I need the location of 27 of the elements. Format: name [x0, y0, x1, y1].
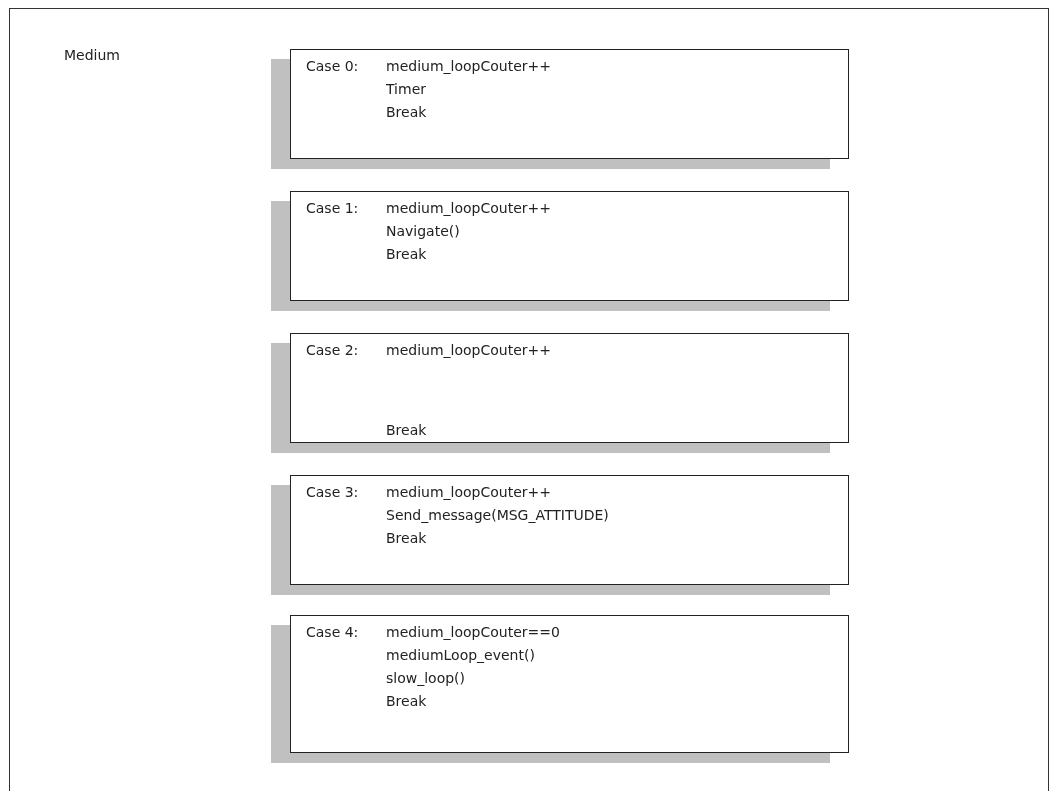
code-line: mediumLoop_event()	[386, 646, 536, 665]
case-box	[290, 333, 849, 443]
case-box	[290, 615, 849, 753]
code-line: medium_loopCouter++	[386, 483, 552, 502]
case-box	[290, 475, 849, 585]
code-line: medium_loopCouter++	[386, 57, 551, 76]
code-line: Timer	[386, 80, 428, 99]
container-frame	[9, 8, 1049, 791]
case-box	[290, 49, 849, 159]
code-line: medium_loopCouter++	[386, 341, 551, 360]
code-line: Break	[386, 529, 428, 548]
code-line: Break	[386, 692, 428, 711]
case-label: Case 1:	[306, 199, 360, 218]
code-line: medium_loopCouter==0	[386, 623, 560, 642]
case-box	[290, 191, 849, 301]
case-label: Case 2:	[306, 341, 360, 360]
code-line: medium_loopCouter++	[386, 199, 551, 218]
code-line: slow_loop()	[386, 669, 467, 688]
code-line: Break	[386, 245, 428, 264]
case-label: Case 4:	[306, 623, 360, 642]
case-label: Case 3:	[306, 483, 360, 502]
code-line: Navigate()	[386, 222, 461, 241]
code-line: Break	[386, 421, 428, 440]
code-line: Send_message(MSG_ATTITUDE)	[386, 506, 609, 525]
code-line: Break	[386, 103, 428, 122]
case-label: Case 0:	[306, 57, 360, 76]
container-title: Medium	[64, 46, 120, 65]
